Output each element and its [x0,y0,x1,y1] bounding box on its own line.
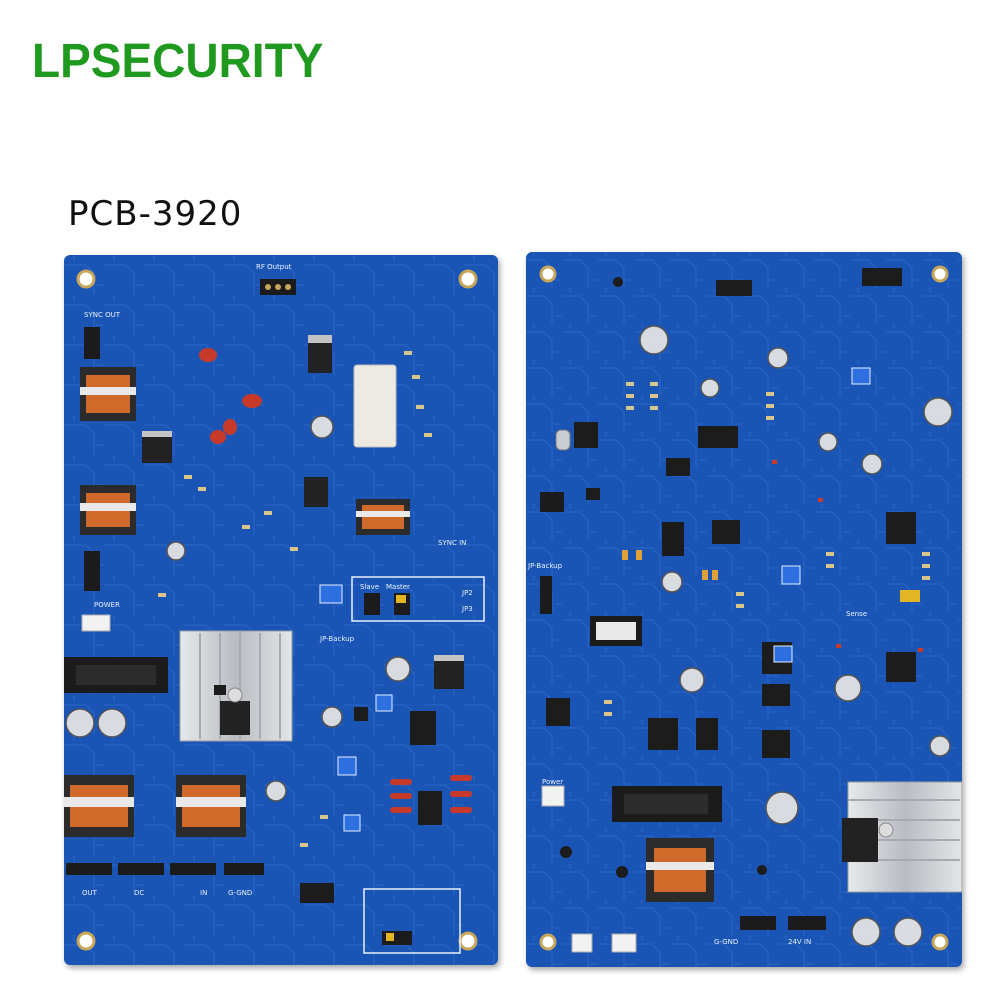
silk-g-gnd: G-GND [228,889,252,897]
silk-sync-out: SYNC OUT [84,311,121,319]
silk-jp-backup: JP-Backup [319,635,355,643]
silk-jp3: JP3 [461,605,473,613]
pcb-transmitter-illustration: RF Output SYNC OUT SYNC IN POWER JP-Back… [64,255,498,965]
silk-rf-output: RF Output [256,263,292,271]
silk-jp2: JP2 [461,589,473,597]
pcb-receiver-board: JP-Backup Sense 24V IN G-GND Power [526,252,962,967]
silk-g-gnd-rx: G-GND [714,938,738,946]
silk-sense: Sense [846,610,867,618]
silk-jp-backup-rx: JP-Backup [527,562,563,570]
silk-in: IN [200,889,207,897]
model-label: PCB-3920 [68,194,243,234]
silk-slave: Slave [360,583,379,591]
silk-master: Master [386,583,410,591]
brand-logo: LPSECURITY [32,33,324,88]
silk-sync-in: SYNC IN [438,539,466,547]
silk-power-rx: Power [542,778,563,786]
pcb-receiver-illustration: JP-Backup Sense 24V IN G-GND Power [526,252,962,967]
silk-24v-in: 24V IN [788,938,811,946]
silk-power: POWER [94,601,120,609]
pcb-transmitter-board: RF Output SYNC OUT SYNC IN POWER JP-Back… [64,255,498,965]
silk-out: OUT [82,889,98,897]
silk-dc: DC [134,889,144,897]
